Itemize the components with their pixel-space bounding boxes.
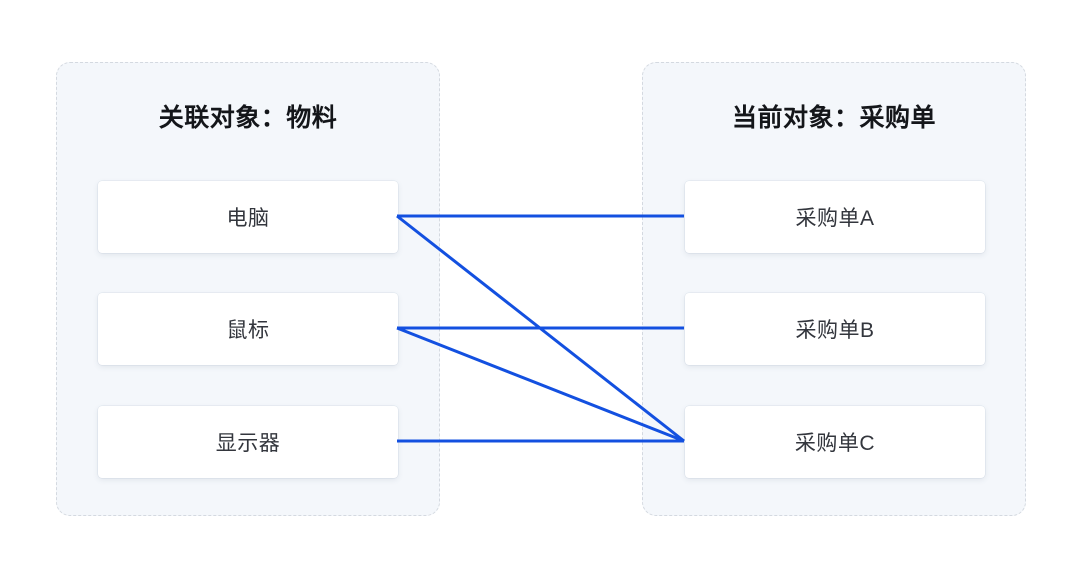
- material-card-monitor-label: 显示器: [215, 432, 281, 455]
- current-object-panel-title: 当前对象：采购单: [643, 104, 1025, 138]
- current-object-panel-title-text: 当前对象：采购单: [731, 104, 936, 132]
- purchase-order-card-a[interactable]: 采购单A: [685, 181, 985, 253]
- purchase-order-card-c-label: 采购单C: [794, 432, 876, 455]
- purchase-order-card-b-label: 采购单B: [795, 319, 875, 342]
- material-card-computer-label: 电脑: [226, 207, 270, 230]
- material-card-mouse[interactable]: 鼠标: [98, 293, 398, 365]
- connection-line-鼠标-to-采购单C: [396, 326, 685, 443]
- purchase-order-card-c[interactable]: 采购单C: [685, 406, 985, 478]
- material-card-computer[interactable]: 电脑: [98, 181, 398, 253]
- purchase-order-card-b[interactable]: 采购单B: [685, 293, 985, 365]
- purchase-order-card-a-label: 采购单A: [795, 207, 875, 230]
- related-object-panel: 关联对象：物料 电脑 鼠标 显示器: [56, 62, 440, 516]
- current-object-panel: 当前对象：采购单 采购单A 采购单B 采购单C: [642, 62, 1026, 516]
- related-object-panel-title: 关联对象：物料: [57, 104, 439, 138]
- material-card-mouse-label: 鼠标: [226, 319, 270, 342]
- related-object-panel-title-text: 关联对象：物料: [158, 104, 338, 132]
- connection-line-电脑-to-采购单C: [396, 214, 685, 443]
- material-card-monitor[interactable]: 显示器: [98, 406, 398, 478]
